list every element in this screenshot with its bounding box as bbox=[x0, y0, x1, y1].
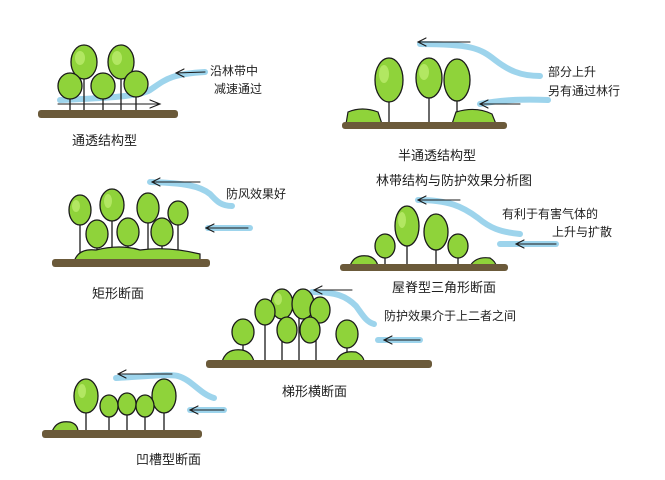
ground-strip-2 bbox=[342, 122, 507, 129]
wind-flow-4 bbox=[415, 195, 559, 249]
shrub-5b bbox=[335, 351, 365, 363]
section-rectangular: 矩形断面 防风效果好 bbox=[52, 177, 286, 302]
section-2-note-line-2: 另有通过林行 bbox=[548, 84, 620, 98]
tree-row-6 bbox=[51, 378, 177, 433]
wind-flow-1 bbox=[57, 68, 208, 109]
section-2-note-line-1: 部分上升 bbox=[548, 64, 596, 79]
wind-flow-2 bbox=[416, 37, 551, 109]
section-1-title: 通透结构型 bbox=[72, 134, 137, 149]
wind-flow-3 bbox=[147, 177, 253, 233]
shrub-4a bbox=[349, 255, 379, 267]
tree-row-2 bbox=[345, 57, 497, 125]
section-ridge-triangular: 屋脊型三角形断面 有利于有害气体的 上升与扩散 bbox=[340, 195, 612, 296]
section-3-title: 矩形断面 bbox=[92, 287, 144, 302]
wind-flow-6 bbox=[113, 369, 227, 415]
section-1-note-line-1: 沿林带中 bbox=[210, 63, 258, 78]
section-4-note-line-1: 有利于有害气体的 bbox=[502, 206, 598, 221]
ground-strip-3 bbox=[52, 259, 210, 267]
section-4-title: 屋脊型三角形断面 bbox=[392, 281, 496, 296]
section-5-title: 梯形横断面 bbox=[282, 385, 347, 400]
section-groove: 凹槽型断面 bbox=[42, 369, 227, 468]
section-1-note-line-2: 减速通过 bbox=[214, 82, 262, 96]
section-trapezoidal: 梯形横断面 防护效果介于上二者之间 bbox=[206, 285, 516, 400]
section-6-title: 凹槽型断面 bbox=[136, 453, 201, 468]
section-3-note: 防风效果好 bbox=[226, 186, 286, 201]
tree-row-1 bbox=[57, 44, 149, 112]
ground-strip-1 bbox=[38, 110, 178, 118]
section-2-title: 半通透结构型 bbox=[398, 149, 476, 164]
section-semi-open-structure: 部分上升 另有通过林行 半通透结构型 林带结构与防护效果分析图 bbox=[342, 37, 620, 189]
tree-row-4 bbox=[349, 205, 497, 267]
ground-strip-5 bbox=[206, 360, 432, 368]
section-4-note-line-2: 上升与扩散 bbox=[552, 224, 612, 239]
shrub-5a bbox=[221, 349, 255, 363]
shrub-6 bbox=[51, 421, 79, 433]
ground-strip-6 bbox=[42, 430, 202, 438]
tree-row-5 bbox=[221, 288, 365, 363]
section-open-structure: 通透结构型 沿林带中 减速通过 bbox=[38, 44, 262, 149]
wind-flow-5 bbox=[309, 285, 423, 345]
diagram-subtitle: 林带结构与防护效果分析图 bbox=[376, 173, 532, 189]
tree-row-3 bbox=[68, 188, 201, 263]
section-5-note: 防护效果介于上二者之间 bbox=[384, 308, 516, 323]
shrub-2a bbox=[345, 108, 383, 125]
shrub-3 bbox=[73, 246, 201, 263]
ground-strip-4 bbox=[340, 264, 508, 271]
shrub-2b bbox=[451, 108, 497, 125]
